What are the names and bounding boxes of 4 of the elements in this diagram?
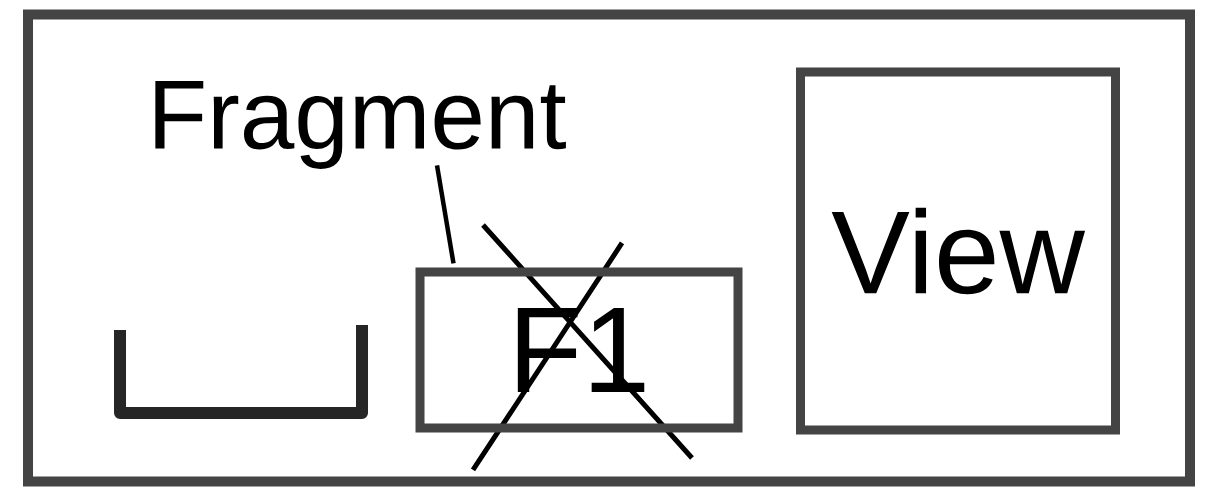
leader-line (434, 165, 456, 264)
text-label: Fragment (155, 81, 566, 169)
view-box: View (796, 67, 1120, 435)
frame-box (23, 9, 1195, 487)
